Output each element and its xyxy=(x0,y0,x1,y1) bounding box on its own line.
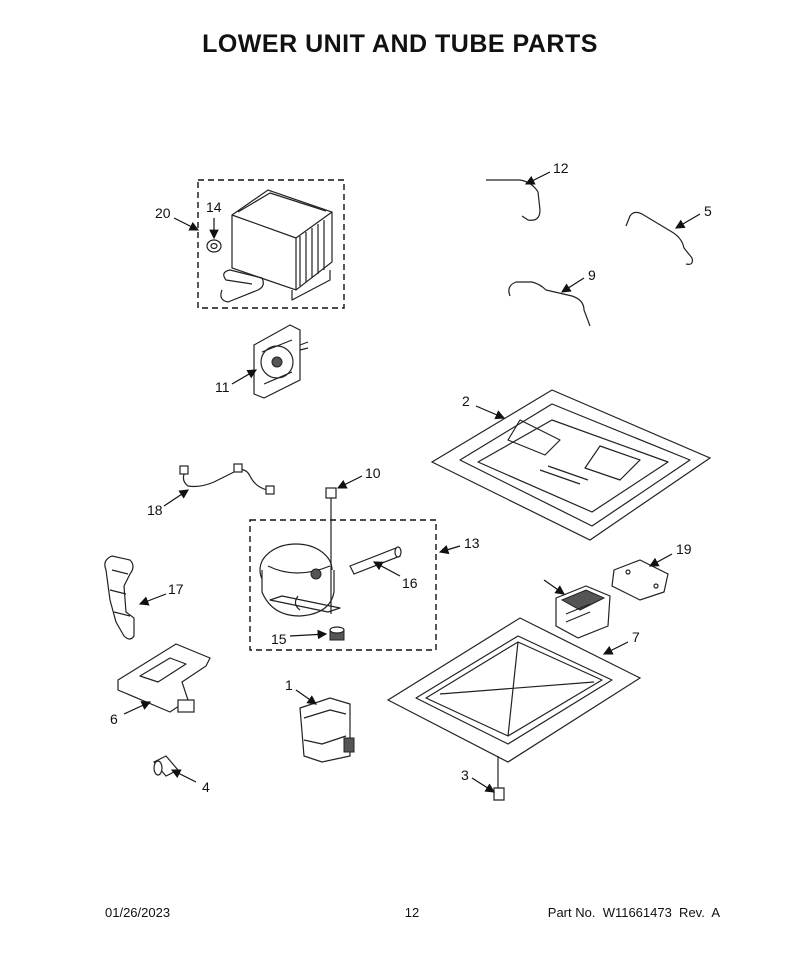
part-compressor-group[interactable] xyxy=(249,519,437,651)
callout-labels: 20 14 11 12 5 9 2 10 18 13 16 17 15 19 7… xyxy=(110,160,712,795)
part-3-screw[interactable] xyxy=(493,756,505,801)
callout-17: 17 xyxy=(168,581,184,597)
part-10-pin[interactable] xyxy=(325,487,337,614)
drier-filter xyxy=(349,546,402,575)
callout-15: 15 xyxy=(271,631,287,647)
compressor xyxy=(259,543,341,617)
footer-page-number: 12 xyxy=(404,905,420,920)
callout-7: 7 xyxy=(632,629,640,645)
part-8-control[interactable] xyxy=(555,585,611,639)
callout-16: 16 xyxy=(402,575,418,591)
callout-13: 13 xyxy=(464,535,480,551)
part-condenser-assembly-group[interactable] xyxy=(197,179,345,309)
grommet-part xyxy=(206,239,222,253)
part-drain-hose[interactable] xyxy=(104,555,135,640)
condenser-unit xyxy=(220,189,333,303)
callout-10: 10 xyxy=(365,465,381,481)
part-base-pan[interactable] xyxy=(430,389,712,541)
part-tube-9[interactable] xyxy=(508,281,591,327)
footer-part-number: Part No. W11661473 Rev. A xyxy=(547,905,720,920)
part-fan-assembly[interactable] xyxy=(253,324,309,399)
callout-5: 5 xyxy=(704,203,712,219)
callout-19: 19 xyxy=(676,541,692,557)
part-7-heater-plate[interactable] xyxy=(386,617,642,763)
grommet-15 xyxy=(329,626,345,641)
callout-20: 20 xyxy=(155,205,171,221)
leader-lines xyxy=(123,171,701,793)
callout-2: 2 xyxy=(462,393,470,409)
callout-11: 11 xyxy=(215,379,230,395)
callout-12: 12 xyxy=(553,160,569,176)
part-19-plate[interactable] xyxy=(611,559,669,601)
callout-4: 4 xyxy=(202,779,210,795)
callout-14: 14 xyxy=(206,199,222,215)
footer-date: 01/26/2023 xyxy=(105,905,171,920)
callout-18: 18 xyxy=(147,502,163,518)
callout-3: 3 xyxy=(461,767,469,783)
part-1-module[interactable] xyxy=(299,697,355,763)
page-title: LOWER UNIT AND TUBE PARTS xyxy=(202,30,598,58)
callout-1: 1 xyxy=(285,677,293,693)
part-tube-5[interactable] xyxy=(625,211,693,265)
callout-9: 9 xyxy=(588,267,596,283)
callout-6: 6 xyxy=(110,711,118,727)
part-wire-harness[interactable] xyxy=(179,463,275,495)
part-6-bracket[interactable] xyxy=(117,643,211,713)
part-4-connector[interactable] xyxy=(153,755,179,777)
part-tube-12[interactable] xyxy=(486,179,541,221)
